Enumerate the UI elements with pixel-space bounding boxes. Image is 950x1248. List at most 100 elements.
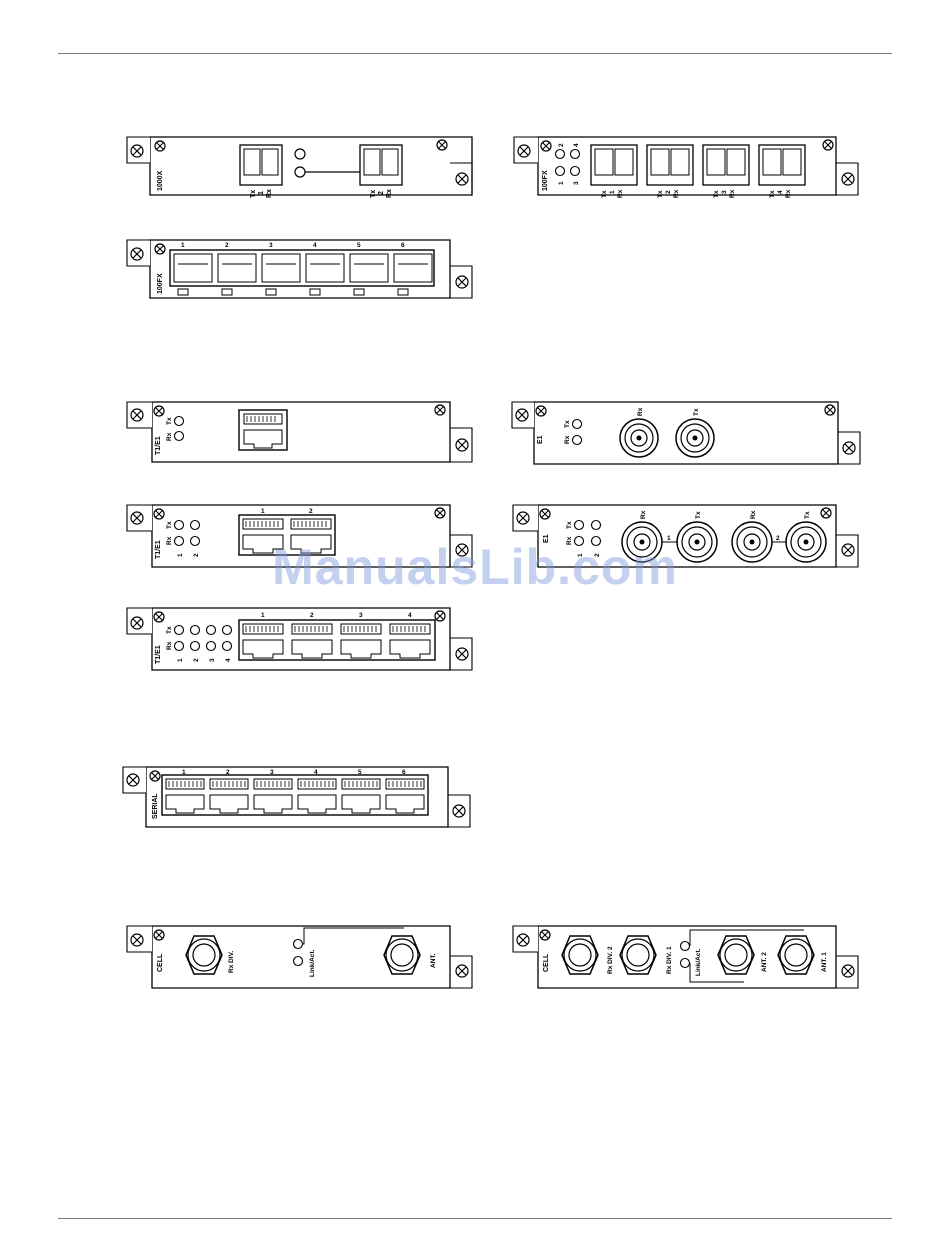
svg-text:Rx DIV. 1: Rx DIV. 1 <box>666 946 673 974</box>
svg-text:Tx: Tx <box>564 420 571 428</box>
module-1000x: 1000X Tx 1 Rx Tx 2 Rx <box>122 133 482 203</box>
svg-text:1: 1 <box>261 612 265 619</box>
svg-text:4: 4 <box>314 769 318 776</box>
led-icon <box>554 165 566 177</box>
svg-text:1: 1 <box>258 191 265 195</box>
svg-text:Tx: Tx <box>166 417 173 425</box>
led-icon <box>173 519 185 531</box>
antenna-connector <box>383 935 421 975</box>
led-icon <box>294 166 306 178</box>
svg-text:Tx: Tx <box>250 190 257 198</box>
led-icon <box>679 940 691 952</box>
svg-text:2: 2 <box>776 535 780 542</box>
bnc-tx-connector-2 <box>785 521 827 563</box>
link-act-led-icon <box>679 957 691 969</box>
module-label: CELL <box>157 953 164 972</box>
svg-text:Rx DIV. 2: Rx DIV. 2 <box>607 946 614 974</box>
module-label: T1/E1 <box>155 645 162 664</box>
led-tx-icon <box>173 415 185 427</box>
led-icon <box>573 535 585 547</box>
svg-text:Tx: Tx <box>601 190 608 198</box>
sfp-port-4 <box>758 144 806 186</box>
antenna-2-connector <box>717 935 755 975</box>
module-e1-1port: Tx Rx E1 Rx Tx <box>508 400 868 470</box>
svg-text:Tx: Tx <box>566 521 573 529</box>
module-1000x-drawing: 1000X Tx 1 Rx Tx 2 Rx <box>126 136 473 198</box>
svg-text:3: 3 <box>209 658 216 662</box>
sfp-port-2 <box>359 144 403 186</box>
svg-text:Tx: Tx <box>713 190 720 198</box>
module-label: CELL <box>543 953 550 972</box>
svg-text:Tx: Tx <box>693 408 700 416</box>
svg-text:2: 2 <box>594 553 601 557</box>
module-t1e1-1port: Tx Rx T1/E1 <box>122 400 482 470</box>
svg-text:Rx: Rx <box>566 536 573 545</box>
sfp-port-1 <box>239 144 283 186</box>
svg-text:2: 2 <box>378 191 385 195</box>
svg-text:6: 6 <box>402 769 406 776</box>
led-icon <box>292 938 304 950</box>
module-label: 100FX <box>542 170 549 191</box>
module-cell-2ant-drawing: CELL Rx DIV. 2 Rx DIV. 1 Link/Act. ANT. … <box>512 925 859 989</box>
svg-text:4: 4 <box>573 143 580 147</box>
bnc-rx-connector-1 <box>621 521 663 563</box>
led-icon <box>590 535 602 547</box>
svg-text:Rx: Rx <box>166 536 173 545</box>
sfp-port-3 <box>702 144 750 186</box>
bnc-tx-connector-1 <box>676 521 718 563</box>
svg-text:5: 5 <box>358 769 362 776</box>
module-label: 100FX <box>157 273 164 294</box>
svg-text:Tx: Tx <box>166 521 173 529</box>
svg-text:Rx: Rx <box>166 641 173 650</box>
module-t1e1-4port-drawing: Tx Rx 1 2 3 4 T1/E1 1 2 3 4 <box>126 607 473 671</box>
led-icon <box>221 640 233 652</box>
svg-text:1: 1 <box>558 181 565 185</box>
svg-text:2: 2 <box>558 143 565 147</box>
svg-text:Rx: Rx <box>266 189 273 198</box>
svg-text:4: 4 <box>408 612 412 619</box>
module-label: 1000X <box>157 170 164 191</box>
led-icon <box>569 165 581 177</box>
module-cell-2ant: CELL Rx DIV. 2 Rx DIV. 1 Link/Act. ANT. … <box>508 922 868 994</box>
module-t1e1-2port-drawing: Tx Rx 1 2 T1/E1 1 2 <box>126 504 473 568</box>
module-label: T1/E1 <box>155 540 162 559</box>
svg-text:Tx: Tx <box>370 190 377 198</box>
led-icon <box>189 535 201 547</box>
bnc-rx-connector <box>619 418 659 458</box>
bnc-tx-connector <box>675 418 715 458</box>
svg-text:4: 4 <box>777 190 784 194</box>
sfp-port-2 <box>646 144 694 186</box>
svg-text:2: 2 <box>225 242 229 249</box>
led-icon <box>173 624 185 636</box>
module-cell-1ant-drawing: CELL Rx DIV. Link/Act. ANT. <box>126 925 473 989</box>
svg-text:ANT. 2: ANT. 2 <box>761 952 768 972</box>
svg-text:1: 1 <box>177 553 184 557</box>
module-100fx-4port: 2 4 1 3 100FX Tx 1 Rx Tx 2 Rx Tx 3 Rx Tx… <box>508 133 868 203</box>
bottom-rule <box>58 1218 892 1219</box>
led-icon <box>189 519 201 531</box>
led-icon <box>205 640 217 652</box>
svg-text:Rx: Rx <box>637 407 644 416</box>
antenna-1-connector <box>777 935 815 975</box>
module-e1-2port-drawing: Tx Rx 1 2 E1 1 2 Rx Tx Rx Tx <box>512 504 859 568</box>
module-t1e1-1port-drawing: Tx Rx T1/E1 <box>126 401 473 463</box>
top-rule <box>58 53 892 54</box>
led-icon <box>205 624 217 636</box>
module-t1e1-2port: Tx Rx 1 2 T1/E1 1 2 <box>122 503 482 575</box>
led-icon <box>173 640 185 652</box>
svg-text:Rx: Rx <box>617 189 624 198</box>
svg-text:4: 4 <box>225 658 232 662</box>
module-label: SERIAL <box>152 793 159 819</box>
svg-text:3: 3 <box>573 181 580 185</box>
module-100fx-6port: 100FX 1 2 3 4 5 6 <box>122 236 482 306</box>
led-tx-icon <box>571 418 583 430</box>
svg-text:Rx: Rx <box>166 432 173 441</box>
svg-text:1: 1 <box>261 508 265 515</box>
module-label: E1 <box>543 534 550 543</box>
svg-text:Rx: Rx <box>386 189 393 198</box>
rx-div-2-connector <box>561 935 599 975</box>
rx-div-connector <box>185 935 223 975</box>
svg-text:Rx: Rx <box>750 510 757 519</box>
svg-text:ANT. 1: ANT. 1 <box>821 952 828 972</box>
svg-text:4: 4 <box>313 242 317 249</box>
